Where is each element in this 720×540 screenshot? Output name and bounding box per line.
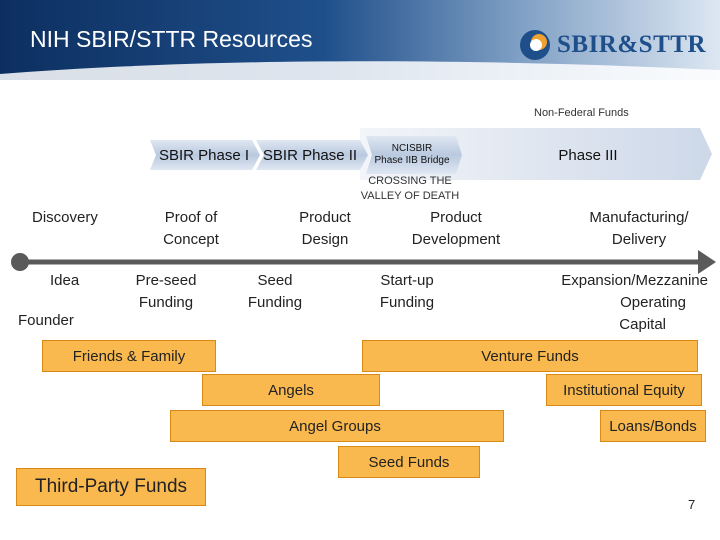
phase-3: Phase III	[558, 146, 618, 164]
bar-loans-bonds: Loans/Bonds	[600, 410, 706, 442]
phase-sbir-1: SBIR Phase I	[158, 146, 250, 164]
startup-line1: Start-up	[380, 272, 434, 289]
funding-seed: Seed Funding	[230, 270, 320, 314]
expansion-line3: Capital	[619, 316, 666, 333]
funding-startup: Start-up Funding	[362, 270, 452, 314]
sbir-sttr-logo: SBIR&STTR	[518, 28, 706, 62]
friends-family-label: Friends & Family	[72, 347, 186, 365]
phase2-arrow	[256, 140, 368, 170]
stage-product-design: Product Design	[280, 207, 370, 251]
non-federal-funds-label: Non-Federal Funds	[534, 107, 629, 119]
timeline-arrowhead	[698, 250, 716, 274]
manufacturing-line2: Delivery	[611, 231, 667, 248]
bridge-line1: NCISBIR	[391, 143, 433, 154]
expansion-line1: Expansion/Mezzanine	[561, 272, 708, 289]
funding-preseed: Pre-seed Funding	[118, 270, 214, 314]
bar-seed-funds: Seed Funds	[338, 446, 480, 478]
phase-sbir-2: SBIR Phase II	[262, 146, 358, 164]
design-line2: Design	[301, 231, 349, 248]
third-party-funds-label: Third-Party Funds	[34, 476, 188, 497]
loans-bonds-label: Loans/Bonds	[609, 417, 697, 435]
preseed-line2: Funding	[138, 294, 194, 311]
preseed-line1: Pre-seed	[135, 272, 197, 289]
development-line2: Development	[411, 231, 501, 248]
header-banner: NIH SBIR/STTR Resources SBIR&STTR	[0, 0, 720, 82]
stage-manufacturing-delivery: Manufacturing/ Delivery	[574, 207, 704, 251]
proof-line2: Concept	[163, 231, 219, 248]
expansion-line2: Operating	[620, 294, 686, 311]
valley-line2: VALLEY OF DEATH	[360, 190, 460, 202]
startup-line2: Funding	[379, 294, 435, 311]
header-swoosh	[0, 61, 720, 82]
bar-friends-family: Friends & Family	[42, 340, 216, 372]
bridge-line2: Phase IIB Bridge	[374, 155, 450, 166]
bar-angel-groups: Angel Groups	[170, 410, 504, 442]
stage-proof-of-concept: Proof of Concept	[146, 207, 236, 251]
seed-line1: Seed	[257, 272, 293, 289]
bar-third-party-funds: Third-Party Funds	[16, 468, 206, 506]
proof-line1: Proof of	[164, 209, 218, 226]
timeline-start-dot	[11, 253, 29, 271]
funding-founder: Founder	[18, 312, 74, 329]
phase1-arrow	[150, 140, 260, 170]
bar-venture-funds: Venture Funds	[362, 340, 698, 372]
bar-institutional-equity: Institutional Equity	[546, 374, 702, 406]
angels-label: Angels	[268, 381, 314, 399]
valley-line1: CROSSING THE	[368, 175, 452, 187]
bar-angels: Angels	[202, 374, 380, 406]
stage-product-development: Product Development	[400, 207, 512, 251]
bridge-arrow	[366, 136, 462, 174]
seed-funds-label: Seed Funds	[368, 453, 450, 471]
manufacturing-line1: Manufacturing/	[589, 209, 689, 226]
seed-line2: Funding	[247, 294, 303, 311]
phase-bridge: NCISBIR Phase IIB Bridge	[366, 136, 458, 174]
valley-of-death-label: CROSSING THE VALLEY OF DEATH	[350, 174, 470, 204]
venture-funds-label: Venture Funds	[481, 347, 579, 365]
angel-groups-label: Angel Groups	[289, 417, 381, 435]
logo-swirl-icon	[520, 30, 550, 60]
page-number: 7	[688, 497, 696, 512]
institutional-equity-label: Institutional Equity	[563, 381, 685, 399]
development-line1: Product	[430, 209, 482, 226]
design-line1: Product	[299, 209, 351, 226]
funding-expansion: Expansion/Mezzanine Operating Capital	[532, 270, 708, 336]
stage-discovery: Discovery	[32, 209, 98, 226]
page-title: NIH SBIR/STTR Resources	[30, 26, 313, 52]
logo-text: SBIR&STTR	[557, 31, 706, 58]
funding-idea: Idea	[50, 272, 80, 289]
